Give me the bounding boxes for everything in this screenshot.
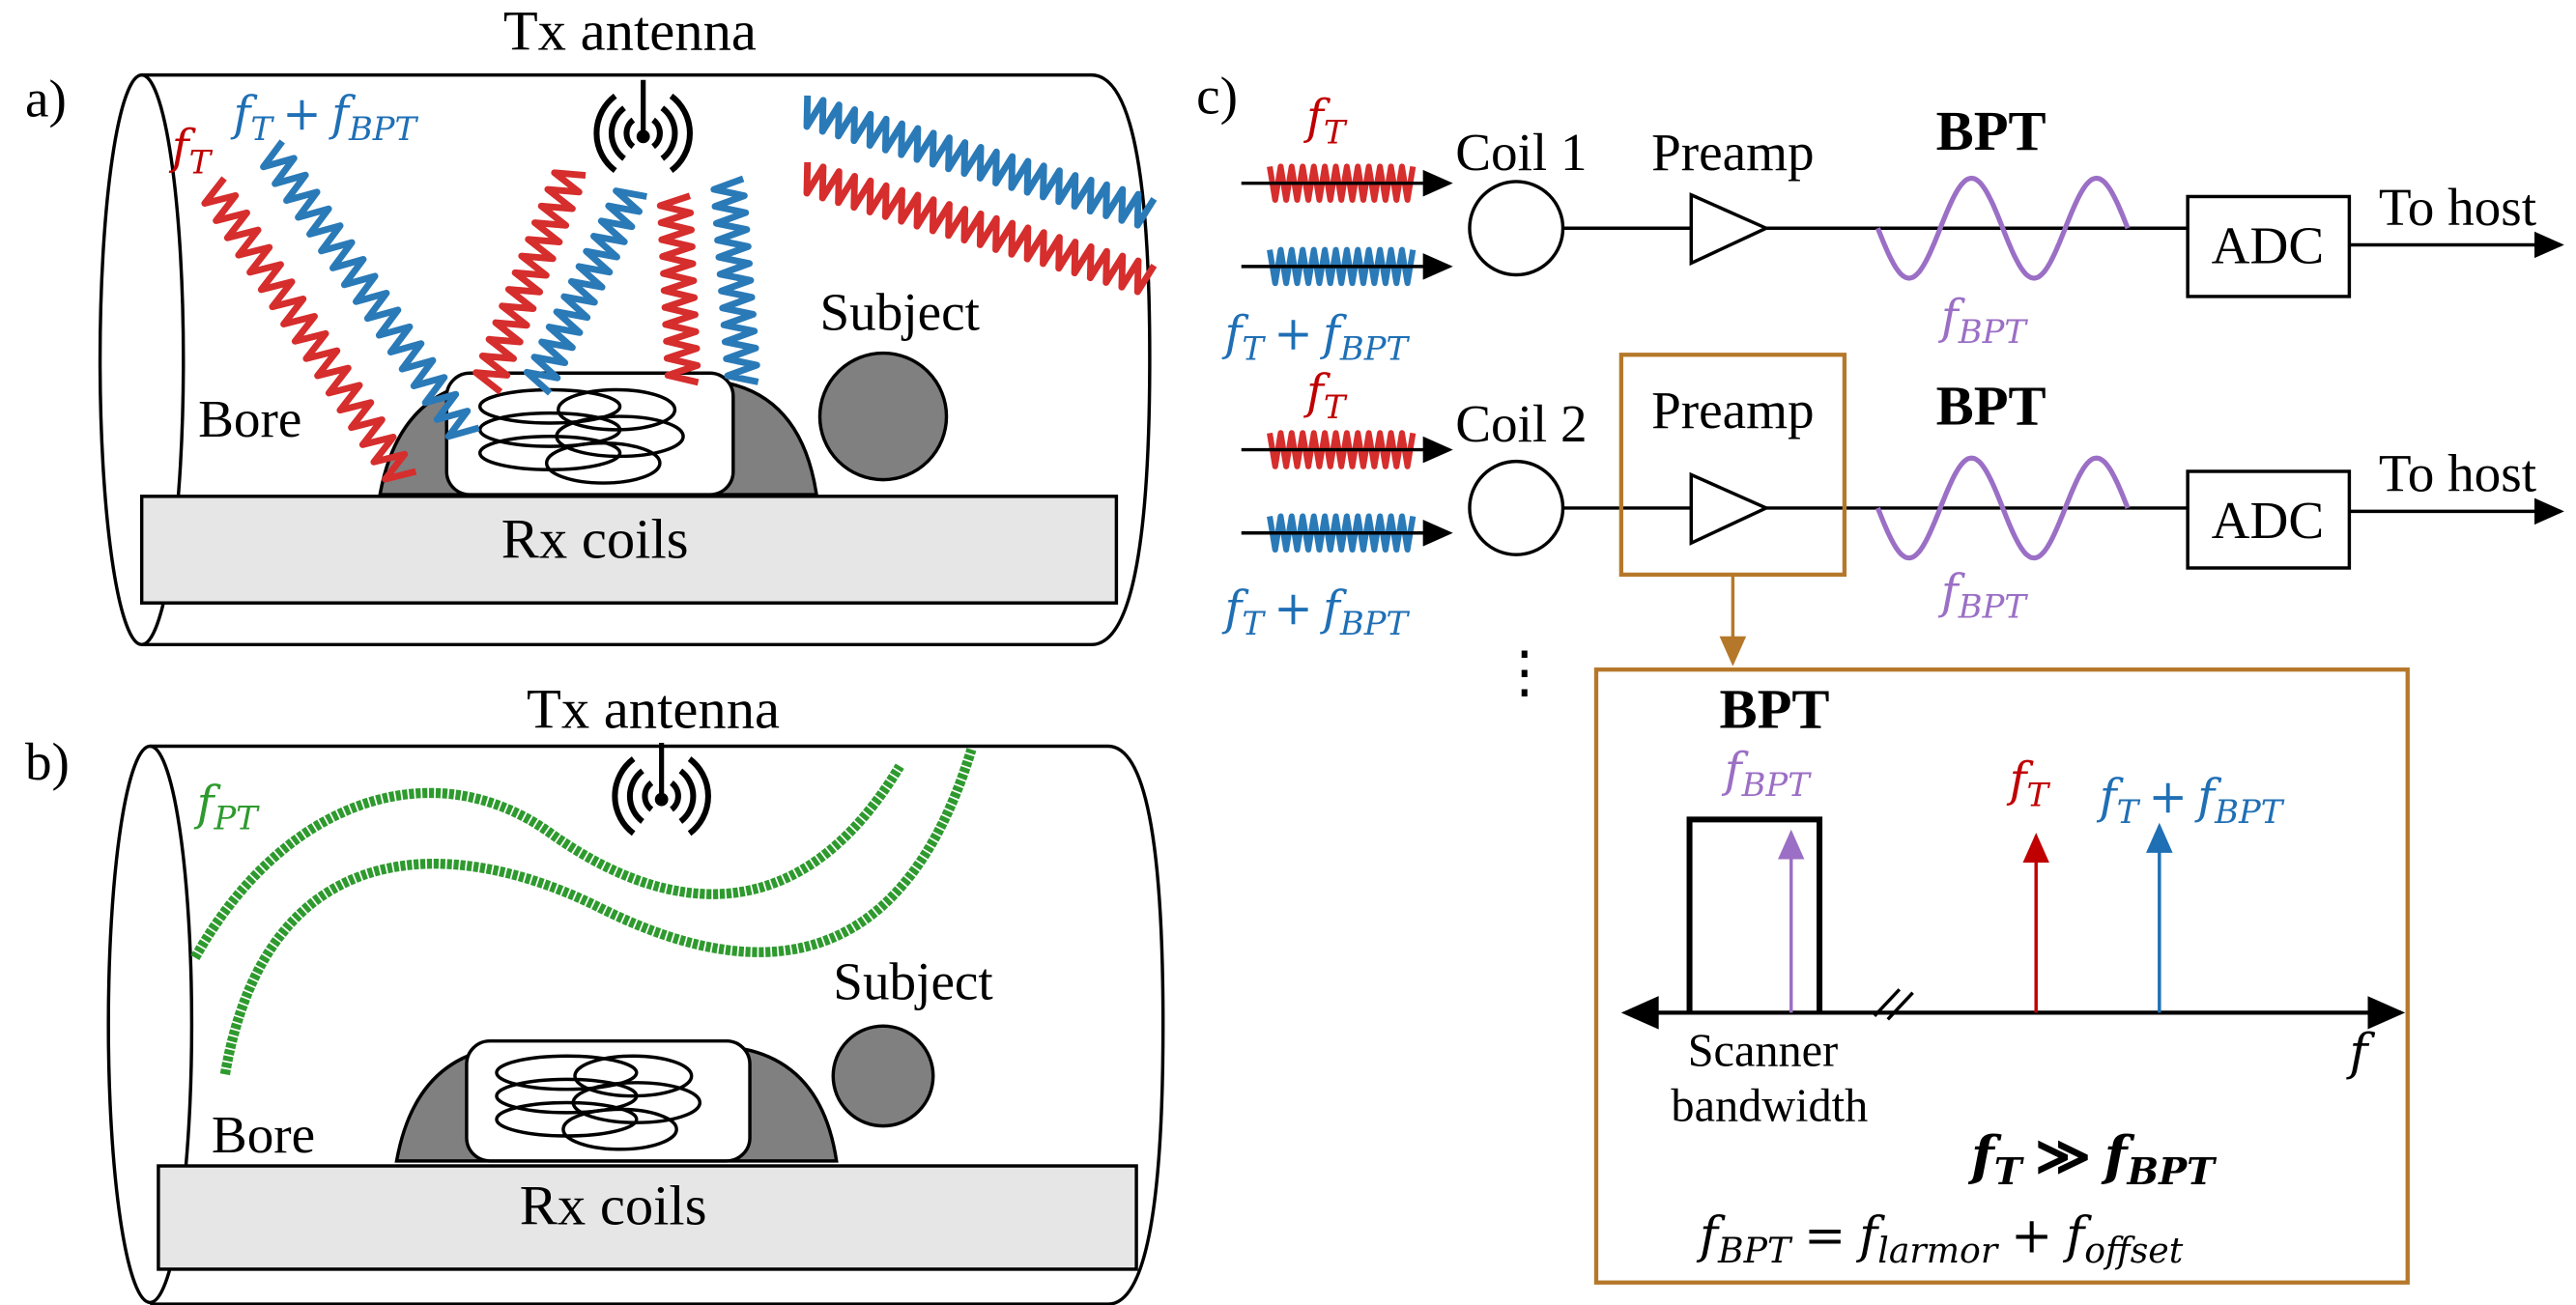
- fbpt-label-1: fBPT: [1938, 291, 2028, 351]
- rx-coils-bed: [139, 495, 1119, 605]
- fpt-label: fPT: [194, 777, 261, 837]
- adc-2: [2186, 469, 2352, 570]
- ft-plus-fbpt-wave: [260, 139, 480, 440]
- bpt-sine-2: [1875, 455, 2131, 561]
- coil-2-icon: [1468, 459, 1565, 556]
- subject: [817, 351, 949, 482]
- ft-plus-fbpt-wave: [1267, 246, 1417, 287]
- panel-b-label: b): [25, 732, 70, 791]
- fbpt-label-2: fBPT: [1938, 565, 2028, 625]
- amplifier-icon: [1689, 192, 1771, 267]
- rx-coils-bed-b: [157, 1164, 1138, 1271]
- amplifier-icon: [1689, 471, 1771, 546]
- preamp-2-label: Preamp: [1651, 381, 1815, 440]
- ft-plus-fbpt-label-2: fT+fBPT: [1221, 582, 1410, 642]
- to-host-2-label: To host: [2379, 444, 2536, 503]
- panel-b: b) Tx antenna Rx coils Subject Bore fPT: [25, 678, 1165, 1305]
- fbpt-definition-equation: fBPT=flarmor+foffset: [1696, 1207, 2184, 1271]
- channel-2: fT fT+fBPT Coil 2 Preamp BPT fBPT ADC To…: [1221, 353, 2564, 642]
- panel-c: c) fT fT+fBPT Coil 1 Preamp BPT fBPT ADC…: [1196, 66, 2564, 1285]
- tx-antenna-title-b: Tx antenna: [527, 678, 780, 741]
- spectrum-inset: BPT fBPT fT fT+fBPT Scanner bandwidth f …: [1593, 667, 2410, 1285]
- bpt-sine-1: [1875, 175, 2131, 281]
- bpt-label-1: BPT: [1936, 99, 2046, 162]
- ft-plus-fbpt-wave: [523, 187, 647, 396]
- subject-label: Subject: [820, 282, 980, 341]
- adc-1-label: ADC: [2212, 215, 2324, 274]
- subject-label-b: Subject: [833, 952, 992, 1011]
- antenna-icon: [612, 743, 711, 837]
- rx-coils-label: Rx coils: [501, 508, 689, 571]
- bandwidth-label: bandwidth: [1671, 1080, 1868, 1131]
- panel-a: a) Tx antenna Rx coils Subject Bore fT f…: [25, 0, 1158, 647]
- bore-label: Bore: [198, 389, 301, 448]
- to-host-1-label: To host: [2379, 178, 2536, 237]
- ft-plus-fbpt-wave: [1267, 513, 1417, 553]
- panel-a-label: a): [25, 70, 67, 128]
- ft-plus-fbpt-label-1: fT+fBPT: [1221, 307, 1410, 367]
- adc-2-label: ADC: [2212, 491, 2324, 550]
- coil-1-label: Coil 1: [1455, 123, 1587, 182]
- coil-1-icon: [1468, 180, 1565, 277]
- ft-wave: [201, 176, 417, 483]
- bpt-spectrum-label: BPT: [1719, 678, 1829, 741]
- ft-wave: [1267, 163, 1417, 203]
- rx-coils-label-b: Rx coils: [520, 1174, 707, 1236]
- subject-b: [831, 1024, 935, 1128]
- panel-c-label: c): [1196, 66, 1238, 125]
- channel-1: fT fT+fBPT Coil 1 Preamp BPT fBPT ADC To…: [1221, 91, 2564, 367]
- fbpt-spectrum-label: fBPT: [1722, 744, 1812, 804]
- scanner-label: Scanner: [1688, 1026, 1838, 1077]
- bore-cylinder: [98, 72, 1152, 647]
- wave-group-a: [201, 95, 1158, 483]
- scanner-bandwidth-box: [1686, 816, 1823, 1013]
- ft-plus-fbpt-label: fT+fBPT: [231, 87, 419, 147]
- ft-wave: [656, 192, 701, 386]
- ft-label-1: fT: [1303, 91, 1348, 151]
- bore-cylinder-b: [106, 744, 1165, 1305]
- ft-wave: [472, 169, 587, 395]
- ft-plus-fbpt-wave: [710, 175, 760, 385]
- ft-wave: [803, 161, 1158, 296]
- preamp-1-label: Preamp: [1651, 123, 1815, 182]
- ft-wave: [1267, 430, 1417, 469]
- bpt-label-2: BPT: [1936, 375, 2046, 438]
- coil-icon-b: [495, 1054, 702, 1151]
- coil-box-b: [465, 1038, 752, 1163]
- pilot-tone-waves: [190, 748, 977, 1076]
- ft-label: fT: [169, 121, 214, 181]
- bore-label-b: Bore: [212, 1105, 315, 1164]
- input-waves: [1241, 163, 1453, 553]
- ft-plus-fbpt-spectrum-label: fT+fBPT: [2097, 770, 2285, 830]
- tx-antenna-title: Tx antenna: [503, 0, 757, 63]
- ft-label-2: fT: [1303, 365, 1348, 425]
- ft-plus-fbpt-wave: [803, 95, 1158, 229]
- antenna-icon: [593, 79, 693, 173]
- axis-break: [1873, 988, 1914, 1021]
- coil-2-label: Coil 2: [1455, 394, 1587, 453]
- more-channels-dots: ⋮: [1497, 641, 1554, 704]
